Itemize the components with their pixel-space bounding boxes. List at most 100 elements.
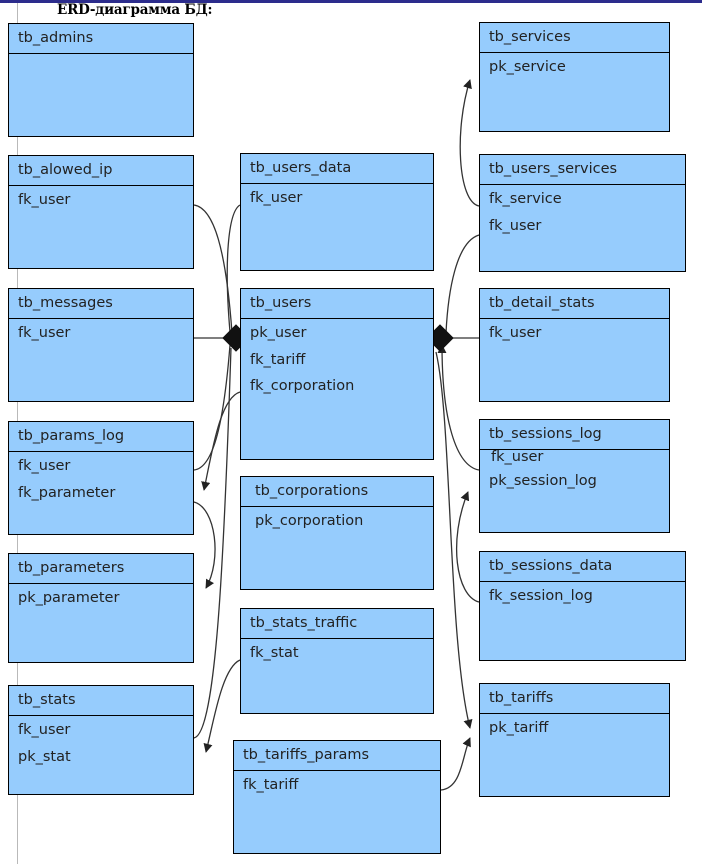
attribute: fk_user	[18, 325, 71, 341]
entity-name: tb_detail_stats	[489, 295, 595, 312]
entity-header: tb_users_data	[241, 154, 433, 184]
entity-attributes: fk_user	[9, 319, 193, 341]
entity-tb_users[interactable]: tb_users pk_user fk_tariff fk_corporatio…	[240, 288, 434, 460]
link-params-log-users	[193, 344, 231, 471]
entity-attributes: fk_service fk_user	[480, 185, 685, 233]
link-alowed-ip-users	[193, 204, 233, 334]
attribute: fk_user	[250, 190, 303, 206]
entity-tb_sessions_data[interactable]: tb_sessions_data fk_session_log	[479, 551, 686, 661]
attribute: fk_stat	[250, 645, 299, 661]
entity-name: tb_users_services	[489, 161, 618, 178]
entity-attributes: fk_stat	[241, 639, 433, 661]
entity-tb_params_log[interactable]: tb_params_log fk_user fk_parameter	[8, 421, 194, 535]
entity-header: tb_stats_traffic	[241, 609, 433, 639]
entity-tb_messages[interactable]: tb_messages fk_user	[8, 288, 194, 402]
entity-header: tb_messages	[9, 289, 193, 319]
entity-tb_tariffs[interactable]: tb_tariffs pk_tariff	[479, 683, 670, 797]
entity-header: tb_sessions_log	[480, 420, 669, 450]
entity-name: tb_services	[489, 29, 571, 46]
link-users-data-users	[226, 204, 241, 333]
entity-attributes: pk_tariff	[480, 714, 669, 736]
entity-header: tb_tariffs_params	[234, 741, 440, 771]
entity-attributes: fk_user fk_parameter	[9, 452, 193, 500]
entity-tb_users_data[interactable]: tb_users_data fk_user	[240, 153, 434, 271]
attribute: fk_session_log	[489, 588, 593, 604]
entity-tb_services[interactable]: tb_services pk_service	[479, 22, 670, 132]
entity-name: tb_alowed_ip	[18, 162, 113, 179]
entity-tb_admins[interactable]: tb_admins	[8, 23, 194, 137]
entity-name: tb_sessions_data	[489, 558, 613, 575]
entity-name: tb_stats_traffic	[250, 615, 358, 632]
entity-attributes: fk_user	[9, 186, 193, 208]
entity-attributes: fk_tariff	[234, 771, 440, 793]
entity-name: tb_corporations	[255, 483, 369, 500]
link-users-corporations	[201, 391, 241, 491]
entity-name: tb_tariffs_params	[243, 747, 370, 764]
entity-tb_detail_stats[interactable]: tb_detail_stats fk_user	[479, 288, 670, 402]
attribute: fk_user	[489, 325, 542, 341]
entity-header: tb_users_services	[480, 155, 685, 185]
entity-header: tb_params_log	[9, 422, 193, 452]
attribute: pk_session_log	[489, 473, 597, 489]
attribute: pk_stat	[18, 748, 71, 765]
attribute: fk_corporation	[250, 378, 355, 394]
entity-tb_stats_traffic[interactable]: tb_stats_traffic fk_stat	[240, 608, 434, 714]
entity-attributes: fk_user pk_session_log	[480, 450, 669, 488]
attribute: fk_tariff	[250, 351, 306, 368]
attribute: fk_service	[489, 191, 562, 207]
entity-header: tb_tariffs	[480, 684, 669, 714]
entity-name: tb_admins	[18, 30, 94, 47]
page-top-rule	[0, 0, 702, 3]
entity-attributes: pk_corporation	[241, 507, 433, 529]
link-stats-users	[193, 347, 232, 739]
entity-name: tb_users_data	[250, 160, 352, 177]
link-params-log-parameters	[193, 501, 216, 589]
entity-name: tb_sessions_log	[489, 426, 602, 443]
entity-attributes: fk_user	[241, 184, 433, 206]
attribute: fk_tariff	[243, 777, 299, 793]
link-users-services-services	[459, 79, 480, 207]
link-users-tariffs	[435, 351, 473, 729]
entity-header: tb_corporations	[241, 477, 433, 507]
link-sessions-log-users	[437, 344, 480, 471]
entity-header: tb_parameters	[9, 554, 193, 584]
entity-header: tb_admins	[9, 24, 193, 54]
attribute: fk_user	[489, 217, 542, 234]
attribute: pk_parameter	[18, 590, 120, 606]
entity-name: tb_parameters	[18, 560, 125, 577]
entity-name: tb_params_log	[18, 428, 125, 445]
entity-tb_parameters[interactable]: tb_parameters pk_parameter	[8, 553, 194, 663]
entity-tb_sessions_log[interactable]: tb_sessions_log fk_user pk_session_log	[479, 419, 670, 533]
link-stats-traffic-stats	[203, 659, 241, 753]
entity-attributes: pk_parameter	[9, 584, 193, 606]
entity-header: tb_sessions_data	[480, 552, 685, 582]
link-tariffs-params-tariffs	[440, 737, 471, 791]
entity-header: tb_users	[241, 289, 433, 319]
link-sessions-data-sessions-log	[455, 491, 480, 603]
link-users-services-users	[445, 234, 480, 334]
attribute: fk_user	[491, 450, 544, 465]
attribute: fk_user	[18, 458, 71, 474]
entity-attributes	[9, 54, 193, 61]
entity-header: tb_stats	[9, 686, 193, 716]
entity-tb_alowed_ip[interactable]: tb_alowed_ip fk_user	[8, 155, 194, 269]
entity-header: tb_detail_stats	[480, 289, 669, 319]
entity-attributes: pk_service	[480, 53, 669, 75]
entity-tb_stats[interactable]: tb_stats fk_user pk_stat	[8, 685, 194, 795]
entity-name: tb_stats	[18, 692, 76, 709]
entity-tb_tariffs_params[interactable]: tb_tariffs_params fk_tariff	[233, 740, 441, 854]
attribute: fk_user	[18, 192, 71, 208]
page-title: ERD-диаграмма БД:	[57, 2, 213, 18]
entity-tb_users_services[interactable]: tb_users_services fk_service fk_user	[479, 154, 686, 272]
entity-attributes: fk_user pk_stat	[9, 716, 193, 764]
entity-attributes: pk_user fk_tariff fk_corporation	[241, 319, 433, 394]
attribute: pk_service	[489, 59, 566, 75]
attribute: pk_user	[250, 325, 307, 341]
entity-header: tb_alowed_ip	[9, 156, 193, 186]
entity-tb_corporations[interactable]: tb_corporations pk_corporation	[240, 476, 434, 590]
attribute: fk_parameter	[18, 484, 116, 501]
entity-name: tb_users	[250, 295, 312, 312]
entity-name: tb_messages	[18, 295, 113, 312]
entity-header: tb_services	[480, 23, 669, 53]
